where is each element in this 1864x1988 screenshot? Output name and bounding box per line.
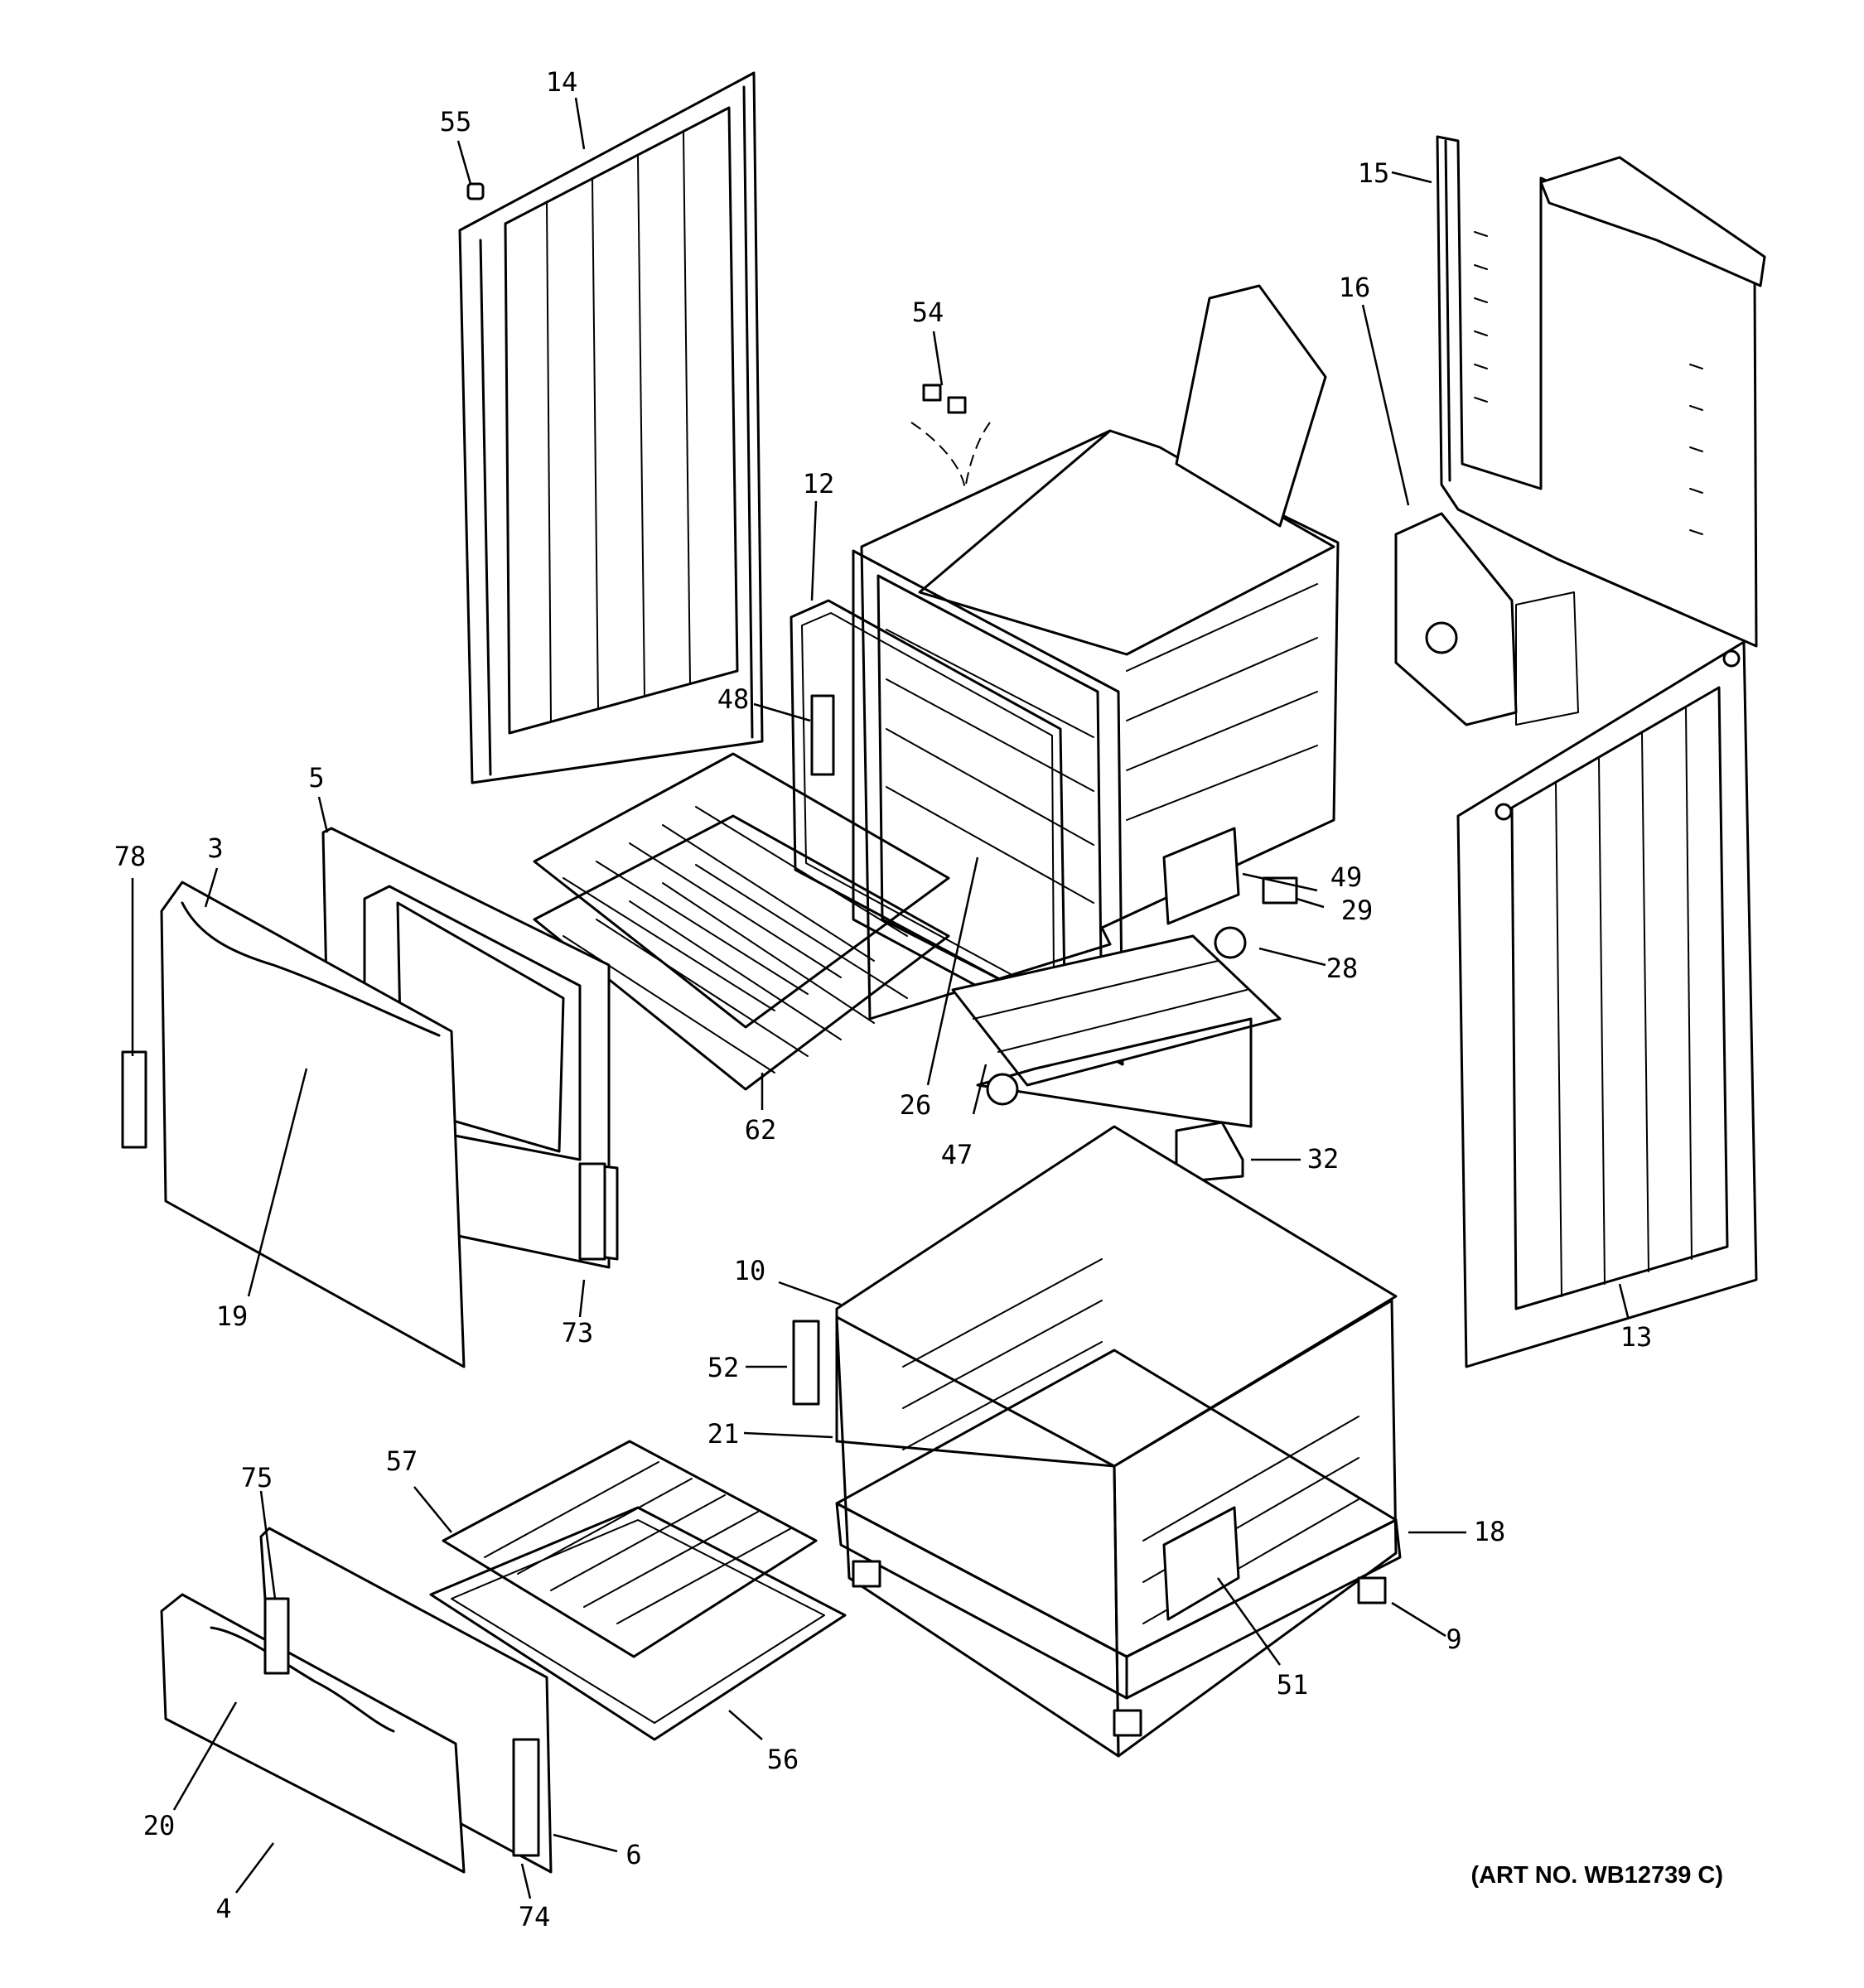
callout-52: 52 (707, 1352, 740, 1383)
callout-20: 20 (143, 1810, 176, 1841)
hinge-74 (512, 1738, 540, 1857)
base-frame-18 (835, 1349, 1402, 1700)
box-51 (1162, 1506, 1240, 1621)
callout-57: 57 (386, 1445, 418, 1477)
callout-18: 18 (1474, 1516, 1506, 1547)
callout-26: 26 (900, 1089, 932, 1121)
right-side-panel-13 (1456, 640, 1758, 1368)
drawer-front-4 (160, 1593, 466, 1874)
callout-28: 28 (1326, 953, 1359, 984)
hinge-75 (263, 1597, 290, 1675)
callout-12: 12 (803, 468, 835, 499)
hinge-bracket-48 (810, 694, 835, 776)
broiler-pan-56 (429, 1506, 847, 1741)
callout-3: 3 (207, 832, 223, 864)
callout-73: 73 (562, 1317, 594, 1349)
rear-bracket-16 (1394, 512, 1579, 726)
bake-burner-28 (951, 926, 1282, 1087)
callout-16: 16 (1339, 272, 1371, 303)
callout-13: 13 (1620, 1321, 1653, 1353)
callout-48: 48 (717, 683, 750, 715)
warmer-cavity-21 (835, 1125, 1398, 1758)
callout-6: 6 (625, 1839, 641, 1870)
left-side-panel-14 (458, 71, 764, 784)
ignitor-29 (1262, 876, 1298, 905)
hinge-bracket-52 (792, 1320, 820, 1406)
callout-54: 54 (912, 297, 944, 328)
broiler-pan-grid-57 (442, 1440, 818, 1658)
callout-labels: 14 55 15 16 54 12 48 5 78 3 49 29 28 26 … (114, 66, 1653, 1933)
callout-19: 19 (216, 1300, 249, 1332)
callout-62: 62 (745, 1114, 777, 1146)
callout-49: 49 (1330, 861, 1363, 893)
leveling-leg-9 (852, 1560, 1387, 1737)
burner-box-49 (1162, 827, 1240, 925)
callout-56: 56 (767, 1744, 799, 1775)
callout-14: 14 (546, 66, 578, 98)
oven-rack-62 (533, 752, 950, 1091)
hinge-78 (121, 1050, 147, 1149)
callout-74: 74 (519, 1901, 551, 1933)
art-number: (ART NO. WB12739 C) (1470, 1862, 1723, 1889)
clip-55 (466, 182, 485, 200)
callout-10: 10 (734, 1255, 766, 1286)
callout-47: 47 (941, 1139, 973, 1170)
callout-21: 21 (707, 1418, 740, 1450)
callout-15: 15 (1358, 157, 1390, 189)
burner-baffle-47 (976, 1017, 1253, 1128)
callout-9: 9 (1446, 1624, 1461, 1655)
callout-55: 55 (440, 106, 472, 138)
oven-cavity-26 (852, 284, 1340, 1066)
clips-54 (910, 384, 991, 490)
callout-4: 4 (215, 1893, 231, 1924)
oven-door-outer-3 (160, 881, 466, 1368)
hinge-73 (578, 1162, 606, 1261)
rear-panel-15 (1436, 135, 1766, 648)
callout-5: 5 (308, 762, 324, 794)
callout-78: 78 (114, 841, 147, 872)
callout-29: 29 (1341, 895, 1374, 926)
callout-32: 32 (1307, 1143, 1340, 1175)
callout-75: 75 (241, 1462, 273, 1493)
leader-lines (131, 97, 1630, 1899)
callout-51: 51 (1277, 1669, 1309, 1701)
